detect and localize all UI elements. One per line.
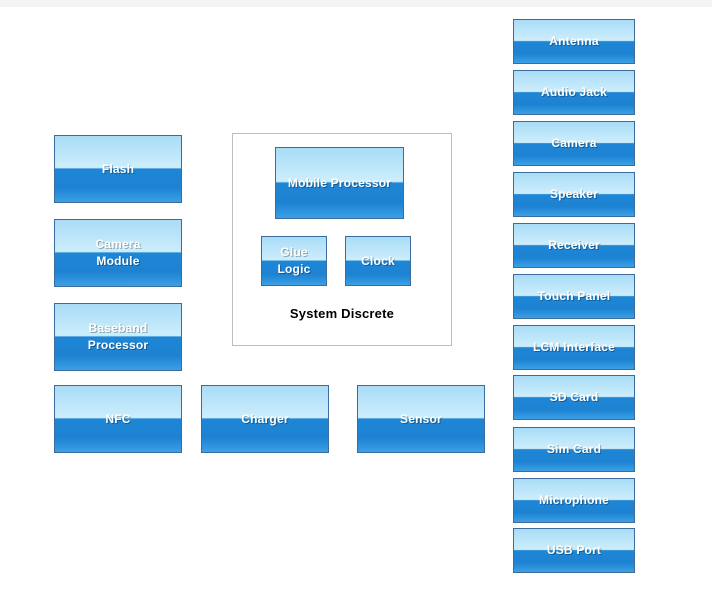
block-glue-logic[interactable]: Glue Logic xyxy=(261,236,327,286)
block-camera-module[interactable]: Camera Module xyxy=(54,219,182,287)
block-nfc[interactable]: NFC xyxy=(54,385,182,453)
block-receiver[interactable]: Receiver xyxy=(513,223,635,268)
block-speaker[interactable]: Speaker xyxy=(513,172,635,217)
block-audio-jack[interactable]: Audio Jack xyxy=(513,70,635,115)
block-sim-card[interactable]: Sim Card xyxy=(513,427,635,472)
block-clock[interactable]: Clock xyxy=(345,236,411,286)
block-sd-card[interactable]: SD Card xyxy=(513,375,635,420)
block-antenna[interactable]: Antenna xyxy=(513,19,635,64)
block-sensor[interactable]: Sensor xyxy=(357,385,485,453)
block-camera[interactable]: Camera xyxy=(513,121,635,166)
block-touch-panel[interactable]: Touch Panel xyxy=(513,274,635,319)
block-usb-port[interactable]: USB Port xyxy=(513,528,635,573)
block-lcm-interface[interactable]: LCM Interface xyxy=(513,325,635,370)
block-flash[interactable]: Flash xyxy=(54,135,182,203)
block-microphone[interactable]: Microphone xyxy=(513,478,635,523)
block-baseband-processor[interactable]: Baseband Processor xyxy=(54,303,182,371)
block-charger[interactable]: Charger xyxy=(201,385,329,453)
system-discrete-label: System Discrete xyxy=(289,306,395,321)
top-edge-strip xyxy=(0,0,712,7)
block-mobile-processor[interactable]: Mobile Processor xyxy=(275,147,404,219)
